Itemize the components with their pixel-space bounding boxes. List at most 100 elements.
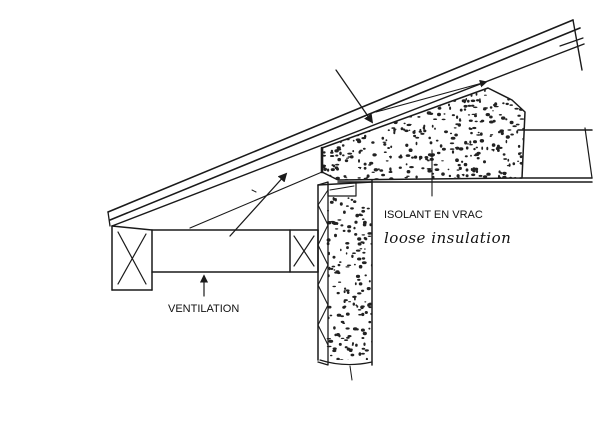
insulation-speck bbox=[498, 114, 502, 116]
insulation-speck bbox=[457, 163, 461, 167]
insulation-speck bbox=[465, 174, 469, 178]
insulation-speck bbox=[358, 213, 362, 216]
insulation-speck bbox=[415, 175, 418, 179]
insulation-speck bbox=[328, 93, 331, 97]
insulation-speck bbox=[327, 168, 330, 172]
insulation-speck bbox=[450, 136, 456, 140]
airflow-arrows bbox=[229, 69, 488, 237]
insulation-speck bbox=[332, 285, 337, 288]
insulation-speck bbox=[406, 170, 411, 174]
insulation-speck bbox=[360, 328, 365, 332]
insulation-speck bbox=[404, 129, 409, 133]
insulation-speck bbox=[368, 280, 371, 283]
insulation-speck bbox=[322, 151, 326, 154]
insulation-speck bbox=[332, 349, 337, 353]
insulation-speck bbox=[324, 124, 327, 128]
label-insulation-en: loose insulation bbox=[384, 229, 511, 247]
wall-section bbox=[317, 179, 373, 366]
insulation-speck bbox=[334, 228, 339, 230]
insulation-speck bbox=[436, 151, 441, 155]
insulation-speck bbox=[441, 172, 445, 176]
insulation-speck bbox=[353, 295, 357, 298]
insulation-speck bbox=[380, 112, 385, 116]
insulation-speck bbox=[507, 98, 510, 101]
insulation-speck bbox=[361, 234, 366, 236]
insulation-speck bbox=[360, 96, 363, 98]
insulation-speck bbox=[523, 172, 525, 175]
insulation-speck bbox=[388, 155, 392, 158]
insulation-speck bbox=[371, 340, 372, 344]
insulation-speck bbox=[366, 207, 370, 210]
insulation-speck bbox=[405, 154, 411, 157]
insulation-speck bbox=[344, 178, 349, 180]
insulation-speck bbox=[336, 146, 341, 149]
insulation-speck bbox=[433, 118, 438, 120]
insulation-speck bbox=[361, 94, 365, 97]
insulation-speck bbox=[368, 306, 372, 309]
insulation-speck bbox=[337, 86, 340, 88]
insulation-speck bbox=[367, 232, 372, 235]
insulation-speck bbox=[375, 88, 378, 89]
insulation-speck bbox=[481, 146, 484, 150]
insulation-speck bbox=[449, 132, 453, 135]
insulation-speck bbox=[332, 99, 336, 103]
insulation-speck bbox=[449, 106, 452, 110]
insulation-speck bbox=[339, 103, 343, 106]
insulation-speck bbox=[329, 114, 331, 116]
insulation-speck bbox=[476, 134, 481, 136]
insulation-speck bbox=[505, 118, 508, 121]
insulation-speck bbox=[355, 138, 361, 142]
insulation-speck bbox=[383, 151, 387, 153]
insulation-speck bbox=[379, 169, 384, 172]
insulation-speck bbox=[385, 88, 389, 92]
insulation-speck bbox=[404, 176, 408, 179]
insulation-speck bbox=[471, 104, 475, 107]
insulation-speck bbox=[489, 135, 492, 138]
insulation-speck bbox=[362, 251, 366, 254]
insulation-speck bbox=[327, 178, 333, 180]
wall-stud bbox=[317, 181, 329, 366]
insulation-speck bbox=[328, 339, 334, 343]
insulation-speck bbox=[345, 205, 349, 207]
insulation-speck bbox=[323, 90, 327, 94]
insulation-speck bbox=[443, 113, 446, 115]
insulation-speck bbox=[358, 352, 362, 356]
insulation-speck bbox=[434, 168, 440, 172]
insulation-speck bbox=[436, 91, 439, 94]
insulation-speck bbox=[461, 160, 464, 163]
label-ventilation: VENTILATION bbox=[168, 303, 239, 315]
insulation-speck bbox=[493, 103, 496, 107]
insulation-speck bbox=[356, 88, 359, 89]
insulation-speck bbox=[340, 129, 346, 132]
insulation-speck bbox=[368, 320, 372, 324]
insulation-speck bbox=[352, 150, 355, 153]
insulation-speck bbox=[507, 158, 510, 162]
insulation-speck bbox=[470, 154, 472, 157]
insulation-speck bbox=[503, 158, 508, 160]
insulation-speck bbox=[409, 166, 414, 169]
insulation-speck bbox=[412, 105, 415, 109]
insulation-speck bbox=[340, 320, 345, 324]
insulation-speck bbox=[346, 157, 349, 159]
insulation-speck bbox=[491, 148, 495, 151]
insulation-speck bbox=[328, 251, 330, 256]
insulation-speck bbox=[406, 175, 410, 177]
insulation-speck bbox=[473, 106, 478, 109]
insulation-speck bbox=[473, 147, 476, 151]
insulation-speck bbox=[441, 118, 446, 121]
insulation-speck bbox=[332, 197, 335, 200]
insulation-speck bbox=[336, 357, 340, 360]
insulation-speck bbox=[401, 96, 405, 99]
insulation-speck bbox=[341, 97, 344, 100]
insulation-speck bbox=[437, 106, 442, 110]
insulation-speck bbox=[362, 223, 367, 227]
insulation-speck bbox=[340, 315, 345, 318]
insulation-speck bbox=[498, 130, 503, 133]
insulation-speck bbox=[419, 128, 422, 133]
insulation-speck bbox=[361, 206, 365, 209]
insulation-speck bbox=[381, 136, 385, 140]
insulation-speck bbox=[351, 348, 353, 351]
insulation-speck bbox=[332, 121, 338, 126]
insulation-speck bbox=[422, 86, 425, 87]
insulation-speck bbox=[428, 136, 432, 140]
